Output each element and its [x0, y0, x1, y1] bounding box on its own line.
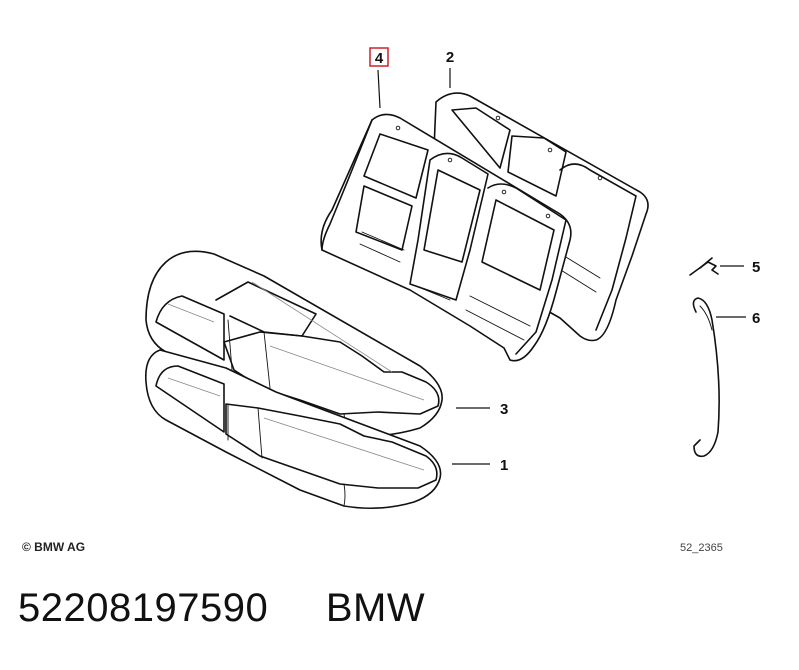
copyright-notice: © BMW AG	[22, 540, 86, 554]
backrest-cover-part-4	[320, 113, 572, 362]
clip-part-5	[689, 257, 719, 276]
leader-line-4	[377, 69, 381, 109]
callout-3: 3	[500, 401, 508, 418]
callout-4-highlight	[369, 47, 389, 67]
seat-cushion-part-1	[144, 349, 442, 510]
brand-name: BMW	[325, 586, 426, 630]
leader-lines	[377, 68, 746, 465]
callout-5: 5	[752, 259, 760, 276]
part-line: 52208197590 BMW	[18, 586, 425, 631]
callout-2: 2	[446, 49, 454, 66]
part-number: 52208197590	[18, 586, 269, 630]
drawing-number: 52_2365	[680, 542, 723, 554]
wire-rod-part-6	[692, 297, 720, 458]
callout-4: 4	[375, 50, 384, 67]
callout-6: 6	[752, 310, 760, 327]
callout-1: 1	[500, 457, 508, 474]
